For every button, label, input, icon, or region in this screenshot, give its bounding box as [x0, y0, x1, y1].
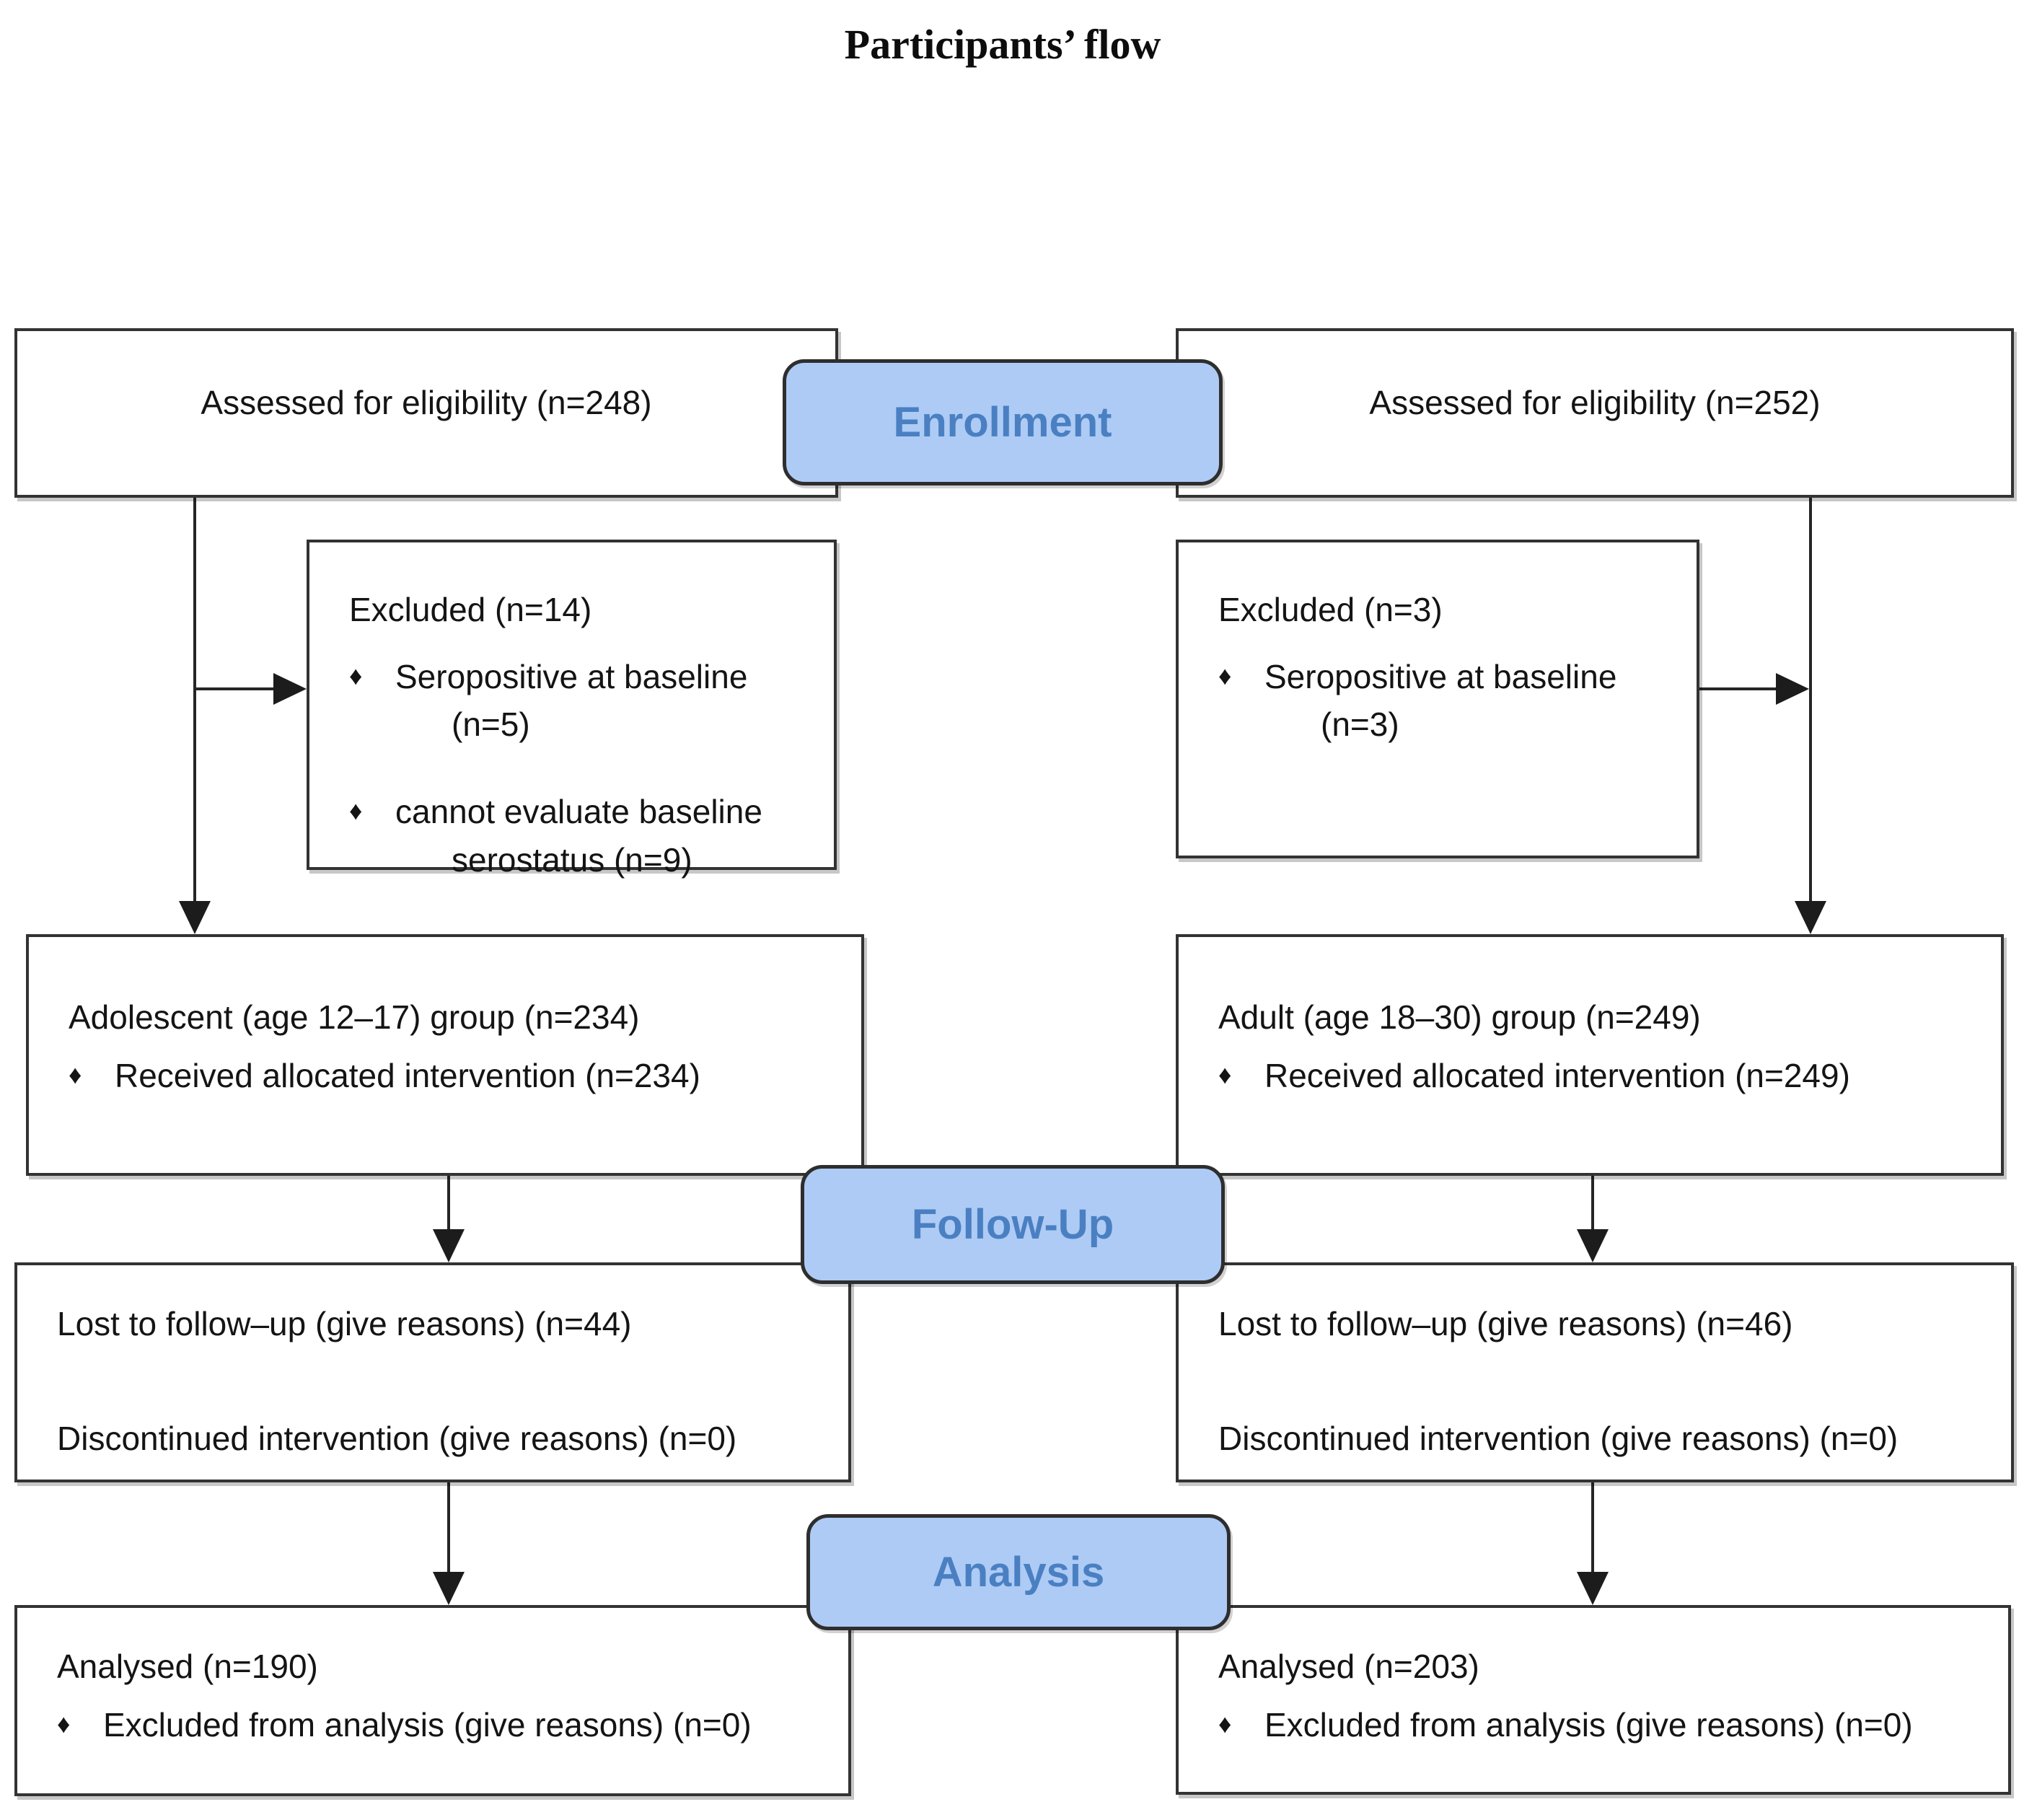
- right-allocation-title: Adult (age 18–30) group (n=249): [1218, 998, 1701, 1036]
- left-analysis-bullet-item: ♦ Excluded from analysis (give reasons) …: [57, 1701, 828, 1749]
- right-analysis-box: Analysed (n=203) ♦ Excluded from analysi…: [1176, 1605, 2011, 1795]
- right-allocation-box: Adult (age 18–30) group (n=249) ♦ Receiv…: [1176, 934, 2004, 1176]
- left-allocation-bullet-text: Received allocated intervention (n=234): [115, 1056, 700, 1094]
- right-analysis-connector-line: [1591, 1482, 1594, 1575]
- left-excluded-item-2: ♦ cannot evaluate baseline serostatus (n=…: [349, 788, 812, 884]
- left-lost-to-followup-label: Lost to follow–up (give reasons) (n=44): [57, 1305, 632, 1342]
- analysis-stage-badge: Analysis: [806, 1514, 1231, 1630]
- right-allocation-bullet-text: Received allocated intervention (n=249): [1264, 1056, 1850, 1094]
- right-excluded-item-1: ♦ Seropositive at baseline (n=3): [1218, 653, 1675, 749]
- right-followup-arrowhead-down-icon: [1577, 1229, 1609, 1262]
- right-allocation-arrowhead-down-icon: [1795, 901, 1826, 934]
- left-allocation-title: Adolescent (age 12–17) group (n=234): [69, 998, 640, 1036]
- left-excluded-item-1-cont: (n=5): [452, 705, 530, 744]
- right-analysis-arrowhead-down-icon: [1577, 1572, 1609, 1605]
- right-analysis-bullet-item: ♦ Excluded from analysis (give reasons) …: [1218, 1701, 1988, 1749]
- right-excluded-arrowhead-right-icon: [1776, 673, 1809, 705]
- right-followup-box: Lost to follow–up (give reasons) (n=46) …: [1176, 1262, 2014, 1482]
- right-analysis-bullet-text: Excluded from analysis (give reasons) (n…: [1264, 1705, 1913, 1744]
- left-analysis-bullet-text: Excluded from analysis (give reasons) (n…: [103, 1705, 752, 1744]
- left-discontinued-label: Discontinued intervention (give reasons)…: [57, 1419, 737, 1457]
- right-excluded-item-1-text: Seropositive at baseline: [1264, 657, 1617, 695]
- diamond-bullet-icon: ♦: [69, 1059, 82, 1089]
- left-excluded-arrowhead-right-icon: [273, 673, 307, 705]
- left-excluded-item-2-cont: serostatus (n=9): [452, 840, 692, 879]
- left-excluded-branch-line: [195, 687, 276, 690]
- left-analysis-box: Analysed (n=190) ♦ Excluded from analysi…: [14, 1605, 851, 1796]
- left-analysis-arrowhead-down-icon: [433, 1572, 465, 1605]
- right-excluded-title: Excluded (n=3): [1218, 591, 1443, 628]
- left-assessed-label: Assessed for eligibility (n=248): [201, 384, 652, 421]
- diamond-bullet-icon: ♦: [349, 796, 363, 826]
- left-excluded-item-2-text: cannot evaluate baseline: [395, 793, 762, 831]
- right-excluded-branch-line: [1699, 687, 1779, 690]
- right-enrollment-connector-line: [1809, 498, 1812, 903]
- left-excluded-box: Excluded (n=14) ♦ Seropositive at baseli…: [307, 540, 837, 879]
- left-enrollment-connector-line: [193, 498, 196, 903]
- right-analysed-label: Analysed (n=203): [1218, 1648, 1479, 1685]
- left-analysis-connector-line: [447, 1482, 450, 1575]
- diamond-bullet-icon: ♦: [57, 1708, 71, 1738]
- enrollment-stage-badge: Enrollment: [783, 359, 1223, 485]
- left-assessed-box: Assessed for eligibility (n=248): [14, 328, 838, 498]
- left-analysed-label: Analysed (n=190): [57, 1648, 318, 1685]
- left-followup-connector-line: [447, 1176, 450, 1232]
- right-excluded-item-1-cont: (n=3): [1321, 705, 1399, 744]
- right-lost-to-followup-label: Lost to follow–up (give reasons) (n=46): [1218, 1305, 1793, 1342]
- left-allocation-arrowhead-down-icon: [179, 901, 211, 934]
- diamond-bullet-icon: ♦: [1218, 1059, 1232, 1089]
- left-excluded-item-1-text: Seropositive at baseline: [395, 657, 748, 695]
- right-discontinued-label: Discontinued intervention (give reasons)…: [1218, 1419, 1899, 1457]
- left-allocation-box: Adolescent (age 12–17) group (n=234) ♦ R…: [26, 934, 864, 1176]
- left-followup-arrowhead-down-icon: [433, 1229, 465, 1262]
- left-followup-box: Lost to follow–up (give reasons) (n=44) …: [14, 1262, 851, 1482]
- right-allocation-bullet-item: ♦ Received allocated intervention (n=249…: [1218, 1052, 1979, 1100]
- right-excluded-box: Excluded (n=3) ♦ Seropositive at baselin…: [1176, 540, 1699, 858]
- diamond-bullet-icon: ♦: [1218, 1708, 1232, 1738]
- diamond-bullet-icon: ♦: [349, 660, 363, 690]
- left-excluded-item-1: ♦ Seropositive at baseline (n=5): [349, 653, 812, 749]
- left-allocation-bullet-item: ♦ Received allocated intervention (n=234…: [69, 1052, 840, 1100]
- diagram-title: Participants’ flow: [844, 21, 1161, 68]
- right-assessed-label: Assessed for eligibility (n=252): [1369, 384, 1821, 421]
- diamond-bullet-icon: ♦: [1218, 660, 1232, 690]
- left-excluded-title: Excluded (n=14): [349, 591, 592, 628]
- right-followup-connector-line: [1591, 1176, 1594, 1232]
- followup-stage-badge: Follow-Up: [801, 1165, 1225, 1284]
- right-assessed-box: Assessed for eligibility (n=252): [1176, 328, 2014, 498]
